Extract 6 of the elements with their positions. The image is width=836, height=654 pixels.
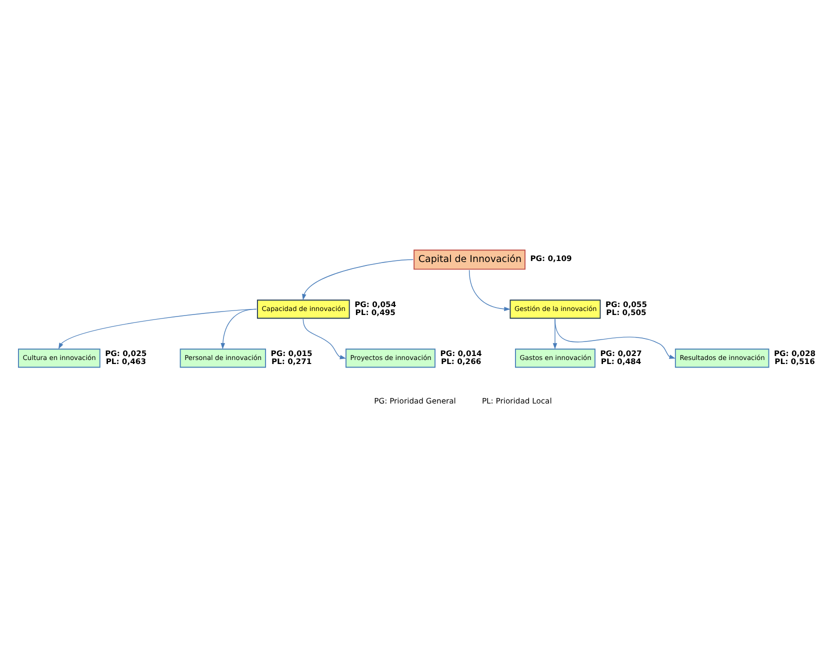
arrow xyxy=(302,318,346,359)
arrow xyxy=(554,318,676,358)
arrow xyxy=(468,269,510,311)
arrow xyxy=(58,308,257,349)
arrow xyxy=(302,258,414,300)
arrow xyxy=(220,308,257,349)
